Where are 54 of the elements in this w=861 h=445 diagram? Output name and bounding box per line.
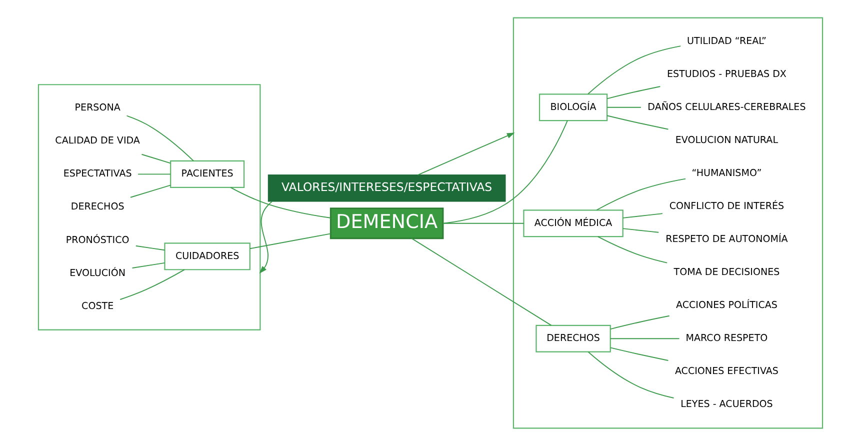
cluster xyxy=(512,16,824,428)
connector xyxy=(598,236,668,263)
connector xyxy=(588,45,682,94)
connector xyxy=(411,237,552,326)
node-box: VALORES/INTERESES/ESPECTATIVAS xyxy=(268,174,506,202)
node-box: DEMENCIA xyxy=(330,207,444,239)
node-text: EVOLUCIÓN xyxy=(70,267,126,278)
node-box: DERECHOS xyxy=(536,324,611,352)
connector xyxy=(132,262,166,268)
connector xyxy=(610,346,669,360)
connector xyxy=(130,184,172,198)
node-text: UTILIDAD “REAL” xyxy=(687,35,766,46)
connector xyxy=(596,178,686,210)
node-box: CUIDADORES xyxy=(164,242,250,270)
connector xyxy=(588,351,674,398)
connector xyxy=(610,314,670,330)
node-text: TOMA DE DECISIONES xyxy=(674,266,780,278)
arrow xyxy=(259,200,273,274)
node-text: DERECHOS xyxy=(70,201,124,212)
node-text: MARCO RESPETO xyxy=(686,332,768,344)
connector xyxy=(610,338,680,339)
connector xyxy=(606,114,669,130)
node-text: LEYES - ACUERDOS xyxy=(680,398,773,410)
connector xyxy=(135,244,166,250)
connector xyxy=(126,114,194,161)
node-text: ESPECTATIVAS xyxy=(63,168,132,180)
connector xyxy=(606,86,661,99)
node-box: ACCIÓN MÉDICA xyxy=(523,209,624,237)
connector xyxy=(250,232,332,249)
node-text: PRONÓSTICO xyxy=(66,234,130,246)
node-text: “HUMANISMO” xyxy=(692,167,762,178)
node-text: EVOLUCION NATURAL xyxy=(675,134,778,146)
node-box: PACIENTES xyxy=(170,160,245,188)
connector xyxy=(606,106,642,108)
connector xyxy=(442,222,524,224)
node-text: CALIDAD DE VIDA xyxy=(55,135,140,146)
node-text: ESTUDIOS - PRUEBAS DX xyxy=(666,68,786,80)
node-text: CONFLICTO DE INTERÉS xyxy=(669,200,784,212)
arrow xyxy=(417,132,515,175)
node-text: ACCIONES POLÍTICAS xyxy=(676,300,778,311)
connector xyxy=(120,268,185,300)
cluster xyxy=(38,84,261,330)
node-text: ACCIONES EFECTIVAS xyxy=(674,366,778,377)
connector xyxy=(622,228,660,232)
node-text: PERSONA xyxy=(74,102,120,114)
connector xyxy=(141,153,171,164)
node-text: RESPETO DE AUTONOMÍA xyxy=(666,234,788,245)
node-text: DAÑOS CELULARES-CEREBRALES xyxy=(648,101,806,112)
connector xyxy=(230,186,331,218)
node-text: COSTE xyxy=(82,300,114,312)
connector xyxy=(442,120,568,224)
node-box: BIOLOGÍA xyxy=(538,93,608,121)
connector xyxy=(138,173,171,174)
connector xyxy=(622,212,663,218)
